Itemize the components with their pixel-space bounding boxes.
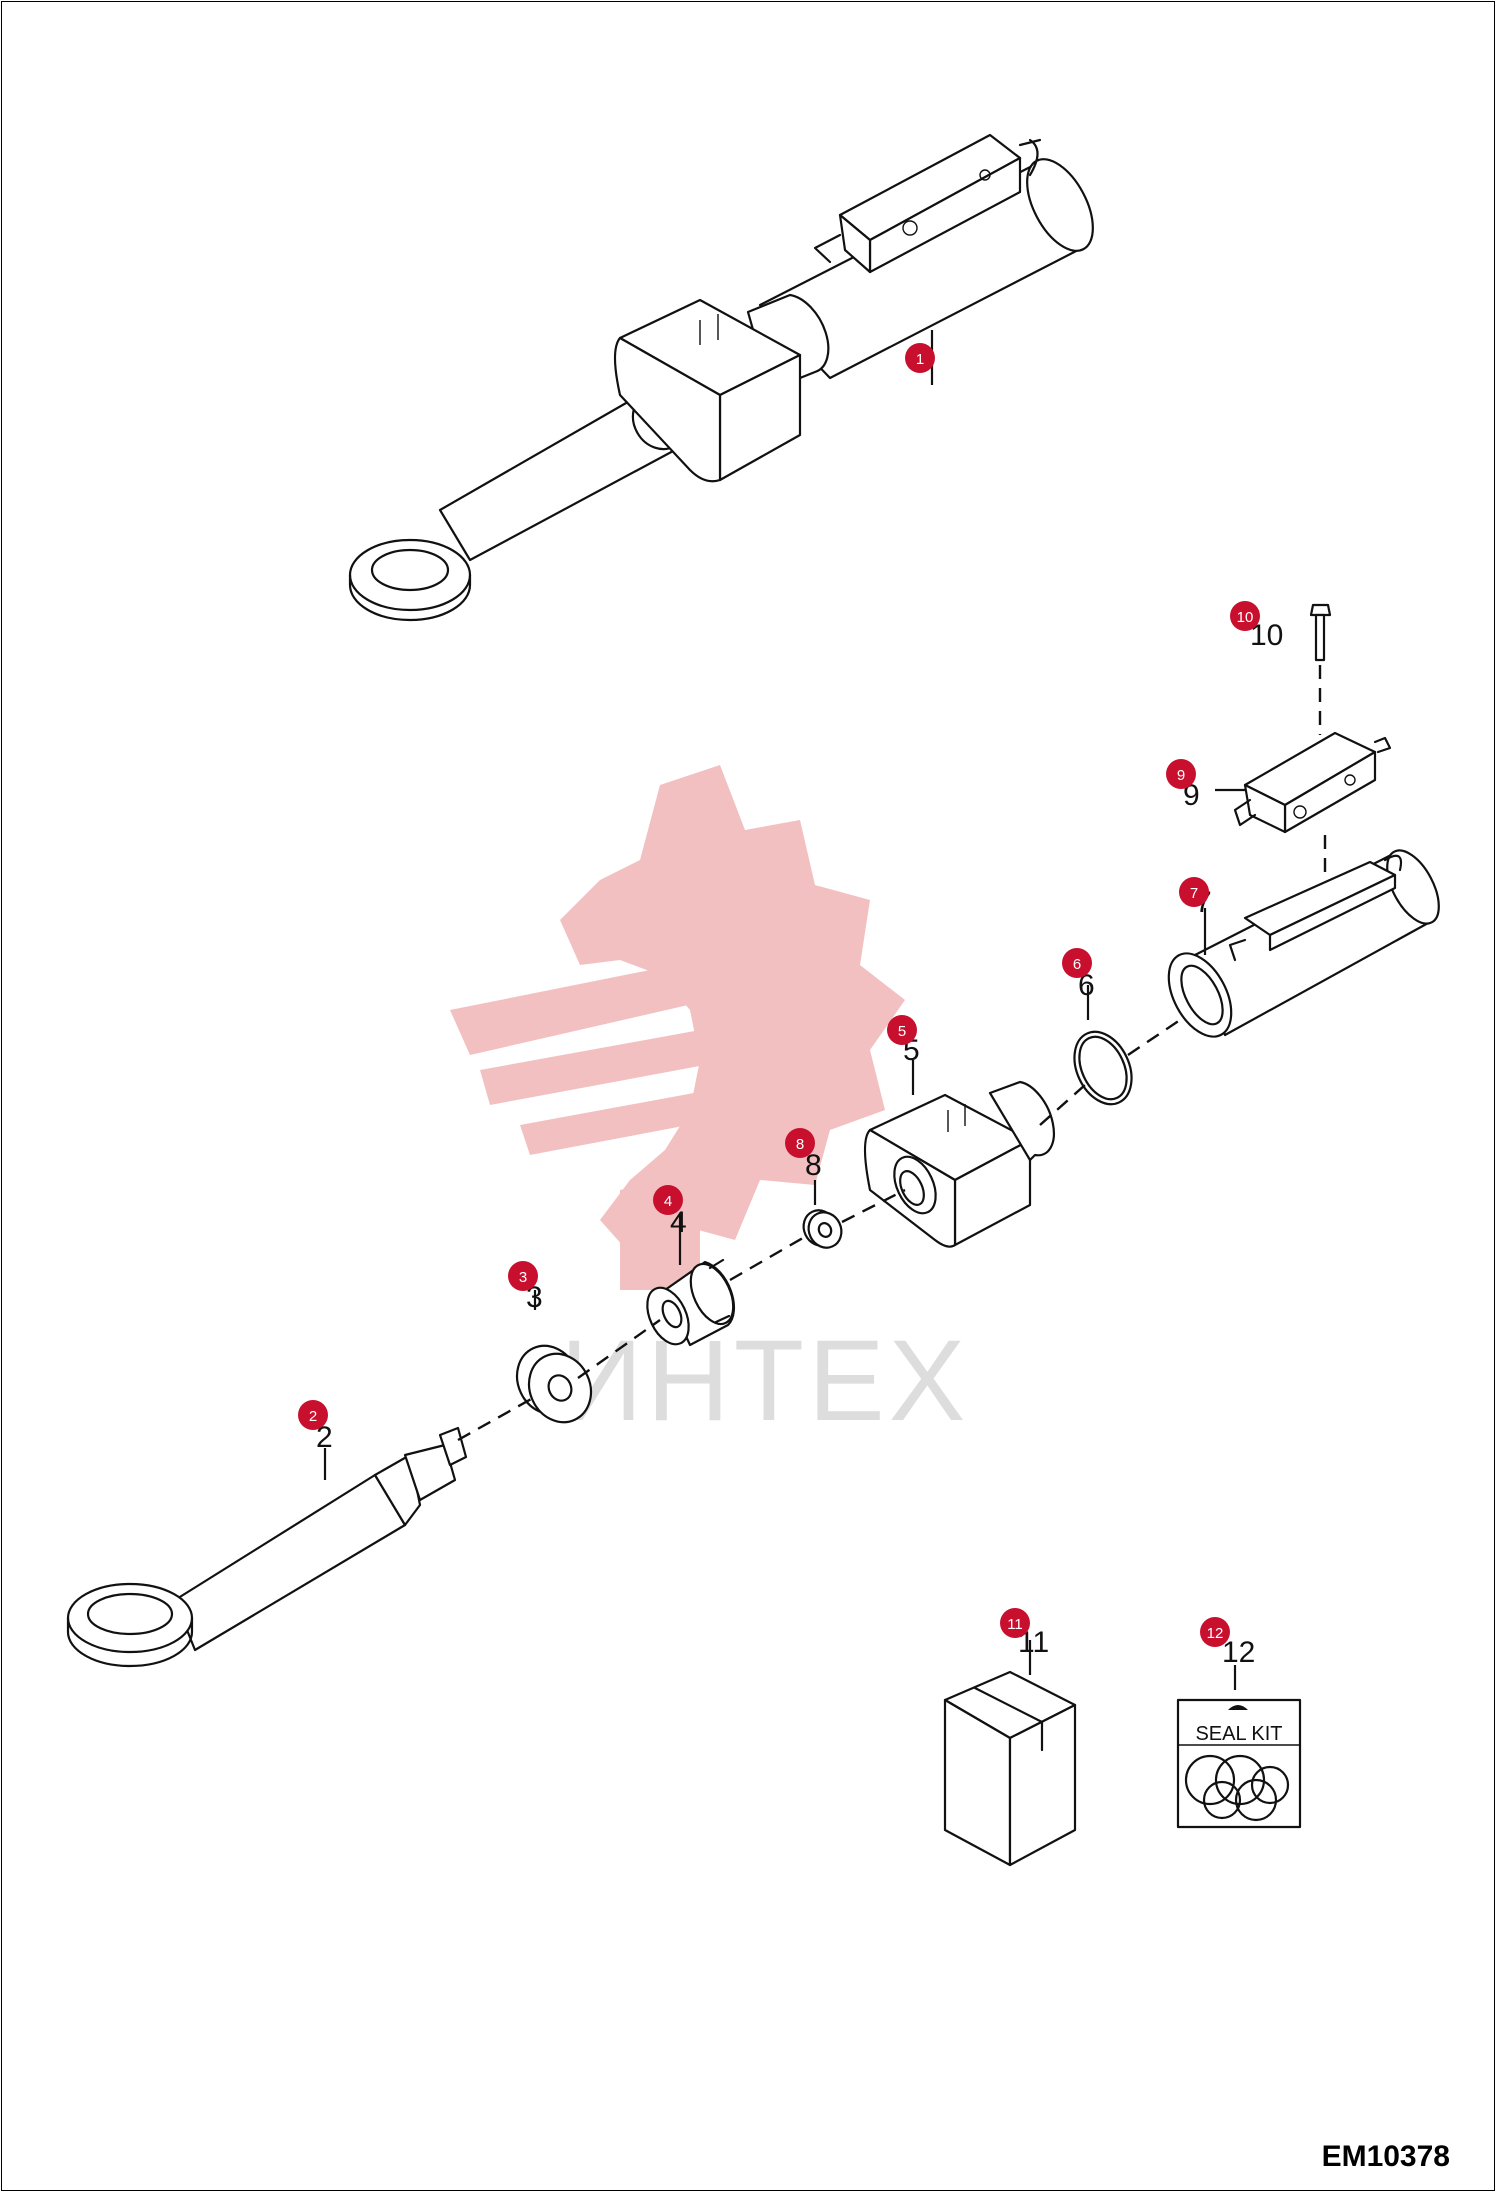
part-1-assembled-cylinder bbox=[348, 133, 1094, 622]
svg-text:7: 7 bbox=[1190, 885, 1198, 902]
svg-text:10: 10 bbox=[1237, 609, 1254, 626]
callout-badge-4[interactable]: 4 bbox=[653, 1185, 683, 1215]
part-11-box bbox=[943, 1640, 1077, 1867]
part-4-piston bbox=[646, 1215, 736, 1347]
part-6-o-ring bbox=[1073, 985, 1133, 1106]
diagram-code: EM10378 bbox=[1321, 2140, 1450, 2173]
watermark-text: ИНТЕХ bbox=[560, 1317, 969, 1445]
callout-badge-8[interactable]: 8 bbox=[785, 1128, 815, 1158]
callout-badge-6[interactable]: 6 bbox=[1062, 948, 1092, 978]
svg-text:12: 12 bbox=[1207, 1625, 1224, 1642]
part-number-3: 3 bbox=[526, 1281, 543, 1314]
callout-badge-2[interactable]: 2 bbox=[298, 1400, 328, 1430]
svg-text:4: 4 bbox=[664, 1193, 672, 1210]
svg-text:11: 11 bbox=[1007, 1616, 1023, 1633]
callout-badge-3[interactable]: 3 bbox=[508, 1261, 538, 1291]
part-9-position-sensor bbox=[1215, 731, 1392, 834]
part-10-bolt bbox=[1309, 603, 1332, 662]
part-number-4: 4 bbox=[670, 1206, 687, 1239]
part-3-wear-ring bbox=[515, 1290, 593, 1424]
svg-text:9: 9 bbox=[1177, 767, 1185, 784]
part-7-cylinder-barrel bbox=[1167, 849, 1440, 1038]
callout-badge-7[interactable]: 7 bbox=[1179, 877, 1209, 907]
watermark-logo: ИНТЕХ bbox=[450, 765, 969, 1445]
callout-badge-9[interactable]: 9 bbox=[1166, 759, 1196, 789]
svg-text:5: 5 bbox=[898, 1023, 906, 1040]
callout-badge-5[interactable]: 5 bbox=[887, 1015, 917, 1045]
part-5-cylinder-head bbox=[863, 1060, 1055, 1248]
part-number-6: 6 bbox=[1078, 969, 1095, 1002]
part-number-8: 8 bbox=[805, 1149, 822, 1182]
part-8-seal bbox=[802, 1180, 843, 1249]
svg-text:2: 2 bbox=[309, 1408, 317, 1425]
part-number-12: 12 bbox=[1222, 1636, 1255, 1669]
part-number-2: 2 bbox=[316, 1421, 333, 1454]
svg-text:1: 1 bbox=[916, 351, 924, 368]
part-12-seal-kit: SEAL KIT bbox=[1176, 1665, 1302, 1829]
svg-text:8: 8 bbox=[796, 1136, 804, 1153]
callout-badge-11[interactable]: 11 bbox=[1000, 1608, 1030, 1638]
assembly-axis-lines bbox=[457, 665, 1327, 1442]
seal-kit-label: SEAL KIT bbox=[1195, 1723, 1282, 1745]
svg-text:6: 6 bbox=[1073, 956, 1081, 973]
part-2-piston-rod bbox=[66, 1426, 468, 1668]
svg-text:3: 3 bbox=[519, 1269, 527, 1286]
callout-badge-1[interactable]: 1 bbox=[905, 343, 935, 373]
callout-badge-10[interactable]: 10 bbox=[1230, 601, 1260, 631]
callout-badge-12[interactable]: 12 bbox=[1200, 1617, 1230, 1647]
